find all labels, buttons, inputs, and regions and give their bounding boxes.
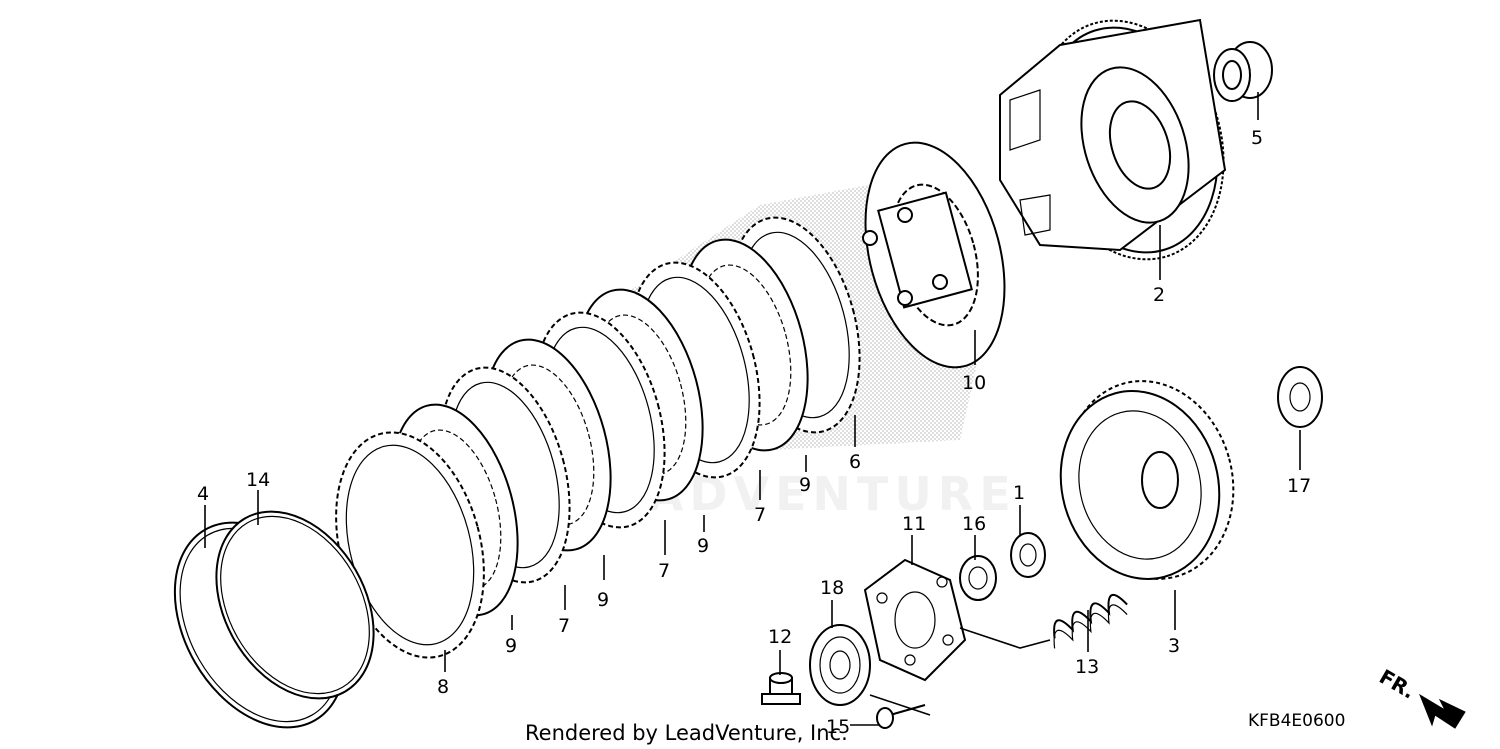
callout-2: 2 bbox=[1153, 284, 1165, 306]
callout-7-b: 7 bbox=[658, 560, 670, 582]
rendered-by-credit: Rendered by LeadVenture, Inc. bbox=[525, 721, 848, 745]
callout-18: 18 bbox=[820, 577, 844, 599]
front-label: FR. bbox=[1375, 664, 1419, 703]
callout-15: 15 bbox=[826, 716, 850, 738]
bolt-part bbox=[876, 704, 926, 729]
clutch-plate-stack bbox=[335, 216, 861, 659]
washer-part bbox=[1010, 532, 1046, 578]
callout-10: 10 bbox=[962, 372, 986, 394]
callout-6: 6 bbox=[849, 451, 861, 473]
callout-13: 13 bbox=[1075, 656, 1099, 678]
clutch-center-part bbox=[862, 141, 1006, 369]
leader-lines bbox=[204, 92, 1301, 726]
callout-7-c: 7 bbox=[754, 504, 766, 526]
lifter-plate-part bbox=[863, 558, 967, 682]
callout-9-b: 9 bbox=[597, 589, 609, 611]
bearing-part bbox=[809, 624, 871, 706]
front-direction-indicator: FR. bbox=[1375, 664, 1466, 729]
callout-1: 1 bbox=[1013, 482, 1025, 504]
callout-5: 5 bbox=[1251, 127, 1263, 149]
callout-8: 8 bbox=[437, 676, 449, 698]
driven-gear-part bbox=[1059, 380, 1235, 580]
callout-12: 12 bbox=[768, 626, 792, 648]
front-arrow-icon bbox=[1418, 693, 1466, 729]
callout-9-a: 9 bbox=[505, 635, 517, 657]
collar-part bbox=[1213, 41, 1273, 102]
callout-4: 4 bbox=[197, 483, 209, 505]
snap-rings bbox=[173, 510, 375, 729]
callout-11: 11 bbox=[902, 513, 926, 535]
callout-14: 14 bbox=[246, 469, 270, 491]
callouts: 1 2 3 4 5 6 7 7 7 7 8 9 9 9 9 10 11 12 1… bbox=[197, 127, 1311, 738]
callout-17: 17 bbox=[1287, 475, 1311, 497]
lock-washer-part bbox=[1277, 366, 1323, 428]
callout-16: 16 bbox=[962, 513, 986, 535]
callout-7-a: 7 bbox=[558, 615, 570, 637]
lock-nut-part bbox=[959, 555, 997, 601]
spring-part bbox=[1053, 594, 1128, 649]
callout-9-d: 9 bbox=[799, 474, 811, 496]
callout-3: 3 bbox=[1168, 635, 1180, 657]
clutch-outer-part bbox=[999, 18, 1227, 261]
lifter-rod-part bbox=[761, 672, 801, 705]
diagram-code: KFB4E0600 bbox=[1248, 711, 1345, 731]
callout-9-c: 9 bbox=[697, 535, 709, 557]
